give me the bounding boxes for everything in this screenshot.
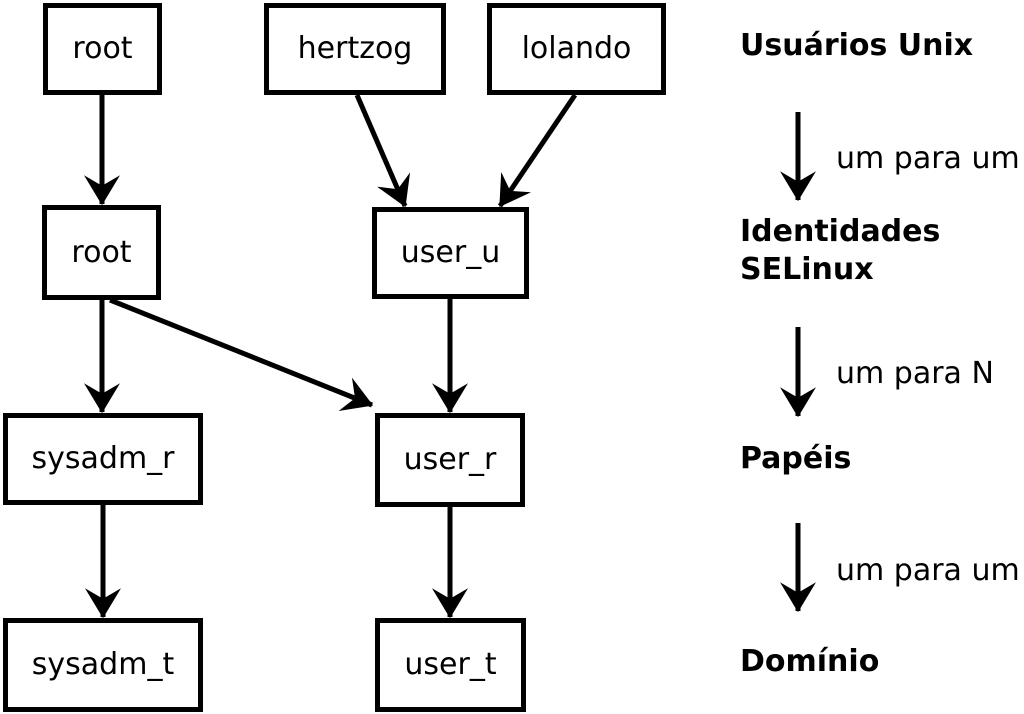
edge-selinux-root-to-role-user-r: [109, 297, 374, 411]
legend-usuarios-unix: Usuários Unix: [740, 28, 974, 63]
node-role-user-r: user_r: [375, 413, 525, 507]
node-unix-root: root: [43, 3, 162, 95]
node-unix-root-label: root: [72, 31, 133, 66]
edge-unix-hertzog-to-selinux-user-u: [354, 94, 411, 208]
legend-mapping-um-para-um-1: um para um: [836, 141, 1020, 176]
legend-identidades-selinux: Identidades SELinux: [740, 213, 940, 289]
node-role-sysadm-r-label: sysadm_r: [31, 441, 175, 476]
edge-unix-lolando-to-selinux-user-u: [497, 93, 578, 208]
node-selinux-root-label: root: [71, 234, 132, 270]
node-domain-sysadm-t: sysadm_t: [3, 618, 203, 712]
node-role-user-r-label: user_r: [403, 442, 497, 477]
node-unix-hertzog-label: hertzog: [297, 31, 413, 66]
node-domain-user-t-label: user_t: [404, 647, 497, 682]
legend-mapping-um-para-um-2: um para um: [836, 553, 1020, 588]
node-selinux-user-u-label: user_u: [400, 235, 501, 270]
legend-mapping-um-para-n: um para N: [836, 356, 994, 391]
node-unix-lolando: lolando: [487, 3, 666, 95]
node-unix-hertzog: hertzog: [264, 3, 446, 95]
node-selinux-user-u: user_u: [372, 207, 529, 299]
legend-papeis: Papéis: [740, 441, 852, 476]
node-domain-user-t: user_t: [375, 618, 526, 712]
node-domain-sysadm-t-label: sysadm_t: [31, 647, 175, 682]
node-unix-lolando-label: lolando: [521, 31, 632, 66]
node-role-sysadm-r: sysadm_r: [3, 413, 203, 505]
legend-dominio: Domínio: [740, 644, 880, 679]
node-selinux-root: root: [42, 205, 161, 300]
legend-identidades-line2: SELinux: [740, 252, 874, 287]
legend-identidades-line1: Identidades: [740, 214, 941, 249]
